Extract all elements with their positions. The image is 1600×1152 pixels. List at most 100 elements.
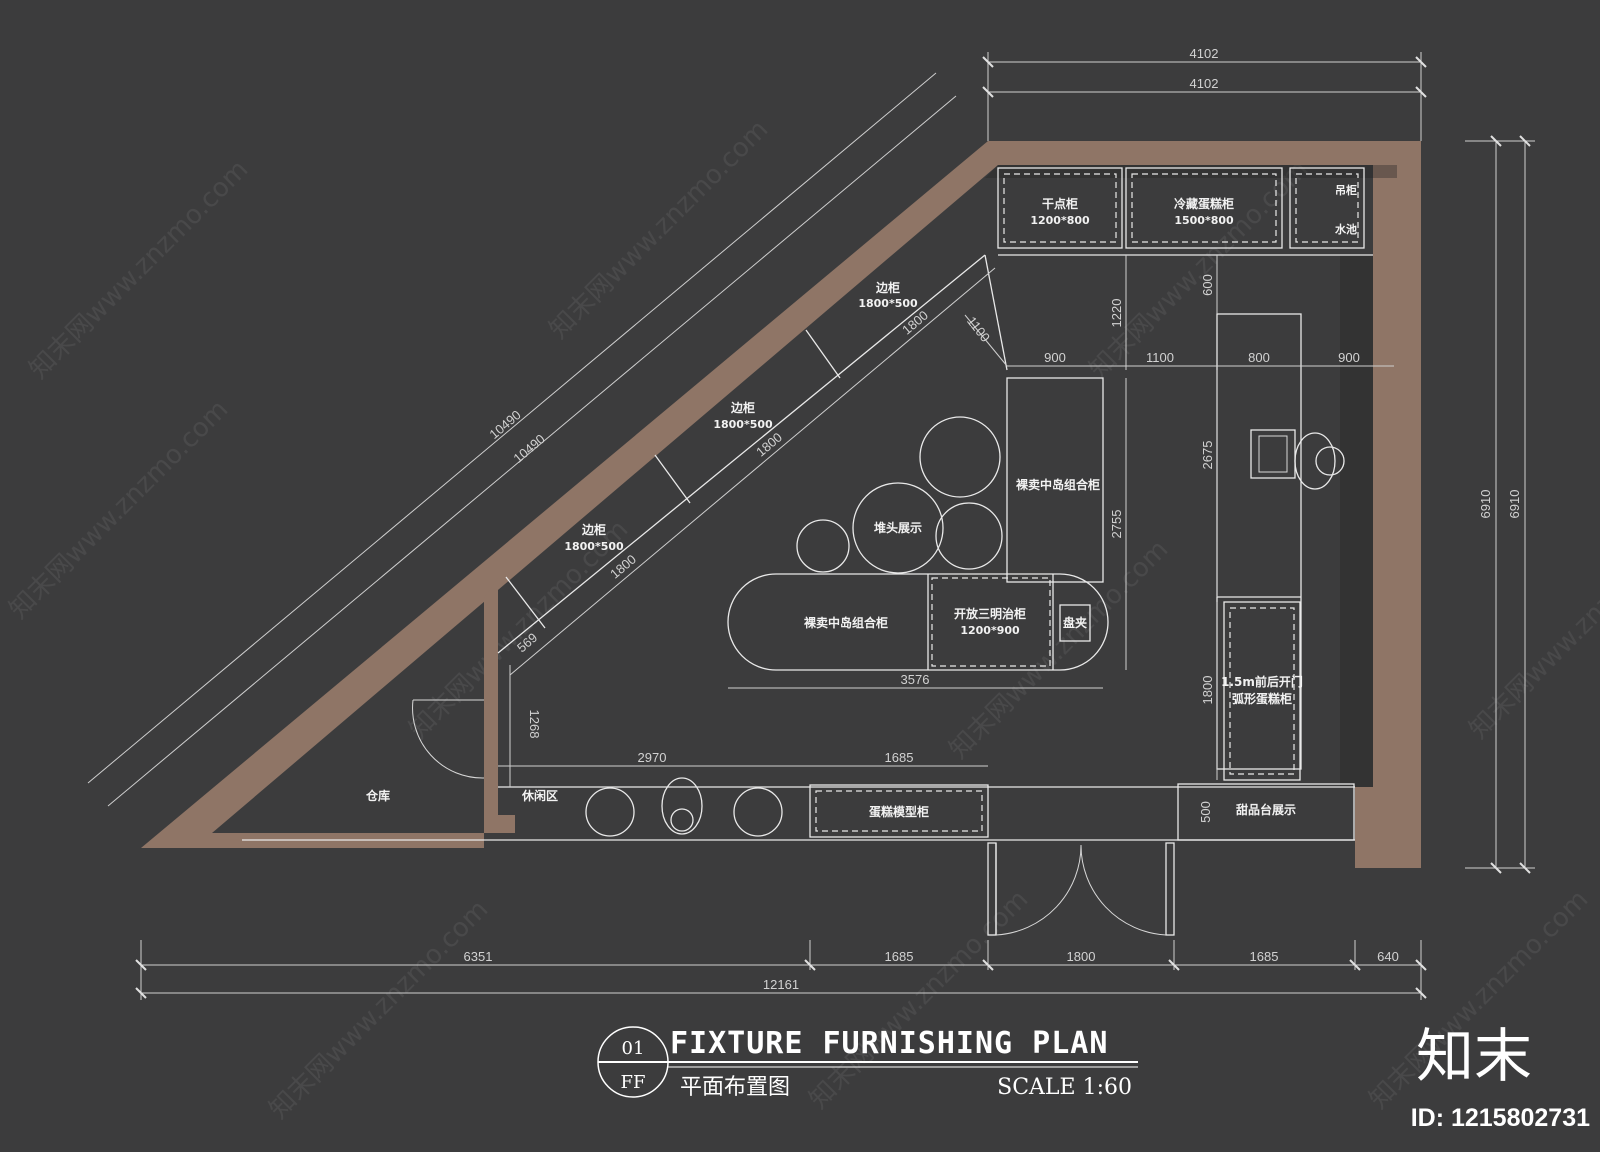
tick bbox=[1415, 959, 1427, 971]
front-furniture bbox=[585, 777, 989, 838]
storage-partition-wall bbox=[484, 578, 515, 833]
tick bbox=[1349, 959, 1361, 971]
dim-v-500: 500 bbox=[1198, 801, 1213, 823]
tick bbox=[1490, 135, 1502, 147]
tick bbox=[982, 86, 994, 98]
floor-lines bbox=[242, 699, 1355, 841]
shadow-right bbox=[1340, 255, 1373, 787]
diagonal-wall bbox=[141, 141, 1397, 848]
cake-model-cabinet bbox=[809, 784, 989, 838]
tick bbox=[982, 56, 994, 68]
dim-v-1220: 1220 bbox=[1109, 299, 1124, 328]
watermark-text: 知末网www.znzmo.com bbox=[944, 534, 1175, 765]
dim-h-3576: 3576 bbox=[901, 672, 930, 687]
dim-v-2675: 2675 bbox=[1200, 441, 1215, 470]
tick bbox=[1415, 56, 1427, 68]
dry-cabinet-size: 1200*800 bbox=[1030, 214, 1090, 227]
side-cabinet-divider-2 bbox=[654, 454, 691, 504]
tick bbox=[1519, 135, 1531, 147]
island-combo-upper bbox=[1006, 377, 1104, 583]
side-cabinet-divider-3 bbox=[505, 576, 546, 629]
tick bbox=[1519, 862, 1531, 874]
customer-figure bbox=[661, 777, 703, 835]
tick bbox=[1168, 959, 1180, 971]
back-counter bbox=[997, 167, 1373, 841]
side-cabinet-divider-1 bbox=[805, 329, 841, 379]
title-code: FF bbox=[621, 1072, 646, 1093]
right-bottom-stub bbox=[1355, 787, 1373, 800]
endcap-display-label: 堆头展示 bbox=[874, 520, 922, 535]
tick bbox=[1415, 987, 1427, 999]
dimension-ticks bbox=[135, 56, 1531, 999]
dim-bottom-seg-4: 1685 bbox=[1250, 949, 1279, 964]
storage-label: 仓库 bbox=[365, 788, 390, 803]
dim-row-900-b: 900 bbox=[1338, 350, 1360, 365]
side-cabinet-3-size: 1800*500 bbox=[564, 540, 624, 553]
plan-title: FIXTURE FURNISHING PLAN bbox=[670, 1026, 1108, 1061]
dim-line-diag-inner bbox=[509, 267, 996, 676]
fixture-labels: 干点柜 1200*800 冷藏蛋糕柜 1500*800 吊柜 水池 边柜 180… bbox=[365, 183, 1357, 819]
brand-id: ID: 1215802731 bbox=[1411, 1104, 1590, 1132]
island-combo-lower bbox=[727, 573, 1109, 671]
watermark-text: 知末网www.znzmo.com bbox=[4, 394, 235, 625]
side-cabinet-1-name: 边柜 bbox=[875, 280, 900, 295]
tick bbox=[135, 987, 147, 999]
sink-label: 水池 bbox=[1335, 222, 1357, 236]
staff-figure-body bbox=[1294, 432, 1336, 490]
dim-bottom-seg-5: 640 bbox=[1377, 949, 1399, 964]
endcap-circle-left bbox=[796, 519, 850, 573]
cake-model-cabinet-label: 蛋糕模型柜 bbox=[869, 804, 929, 819]
dim-line-diag-2 bbox=[107, 95, 957, 807]
door-frame-right bbox=[1165, 842, 1175, 936]
side-cabinet-end bbox=[984, 254, 1008, 371]
dessert-display-label: 甜品台展示 bbox=[1236, 802, 1296, 817]
endcap-circle-center bbox=[852, 482, 944, 574]
door-swing-right bbox=[1080, 844, 1167, 936]
door-swing-left bbox=[995, 844, 1082, 936]
brand-logo: 知末 bbox=[1416, 1022, 1532, 1090]
arc-cake-cabinet-line1: 1.5m前后开门 bbox=[1221, 674, 1303, 689]
watermark-text: 知末网www.znzmo.com bbox=[544, 114, 775, 345]
dessert-display-counter bbox=[1177, 783, 1355, 841]
lounge-stool-1 bbox=[585, 787, 635, 837]
island-combo-lower-label: 裸卖中岛组合柜 bbox=[804, 615, 888, 630]
dim-top-1: 4102 bbox=[1190, 46, 1219, 61]
dim-v-600: 600 bbox=[1200, 274, 1215, 296]
title-block: 01 FF FIXTURE FURNISHING PLAN 平面布置图 SCAL… bbox=[597, 1026, 1138, 1100]
lounge-stool-2 bbox=[733, 787, 783, 837]
side-cabinets bbox=[497, 254, 1008, 654]
chilled-cake-cabinet-name: 冷藏蛋糕柜 bbox=[1174, 196, 1234, 211]
endcap-circle-large bbox=[919, 416, 1001, 498]
dim-row-1100: 1100 bbox=[1146, 350, 1174, 365]
dry-cabinet bbox=[997, 167, 1123, 249]
tray-rack-box bbox=[1059, 604, 1091, 642]
sandwich-cabinet-inner bbox=[931, 577, 1051, 667]
title-number: 01 bbox=[622, 1038, 645, 1059]
dim-line-diag-1 bbox=[87, 72, 937, 784]
side-cabinet-inner-line bbox=[497, 254, 986, 654]
tick bbox=[1490, 862, 1502, 874]
dim-bottom-seg-2: 1685 bbox=[885, 949, 914, 964]
right-wall bbox=[1355, 141, 1421, 868]
dim-diag-1800-b: 1800 bbox=[753, 430, 785, 460]
hanging-cabinet bbox=[1289, 167, 1365, 249]
dim-row-900-a: 900 bbox=[1044, 350, 1066, 365]
chilled-cake-cabinet bbox=[1125, 167, 1283, 249]
dim-top-2: 4102 bbox=[1190, 76, 1219, 91]
tick bbox=[804, 959, 816, 971]
sandwich-cabinet-size: 1200*900 bbox=[960, 624, 1020, 637]
chilled-cake-cabinet-inner bbox=[1131, 173, 1277, 243]
dim-h-2970: 2970 bbox=[638, 750, 667, 765]
plan-scale: SCALE 1:60 bbox=[997, 1075, 1132, 1100]
watermark-text: 知末网www.znzmo.com bbox=[264, 894, 495, 1125]
tray-rack-label: 盘夹 bbox=[1063, 615, 1087, 630]
dim-bottom-seg-3: 1800 bbox=[1067, 949, 1096, 964]
dim-row-800: 800 bbox=[1248, 350, 1270, 365]
shadow-top bbox=[985, 165, 1397, 178]
cash-register-screen bbox=[1258, 435, 1288, 473]
dim-d-1100: 1100 bbox=[964, 314, 993, 345]
arc-cake-cabinet-inner bbox=[1229, 607, 1295, 775]
watermark-text: 知末网www.znzmo.com bbox=[24, 154, 255, 385]
chilled-cake-cabinet-size: 1500*800 bbox=[1174, 214, 1234, 227]
plan-subtitle: 平面布置图 bbox=[680, 1075, 790, 1100]
